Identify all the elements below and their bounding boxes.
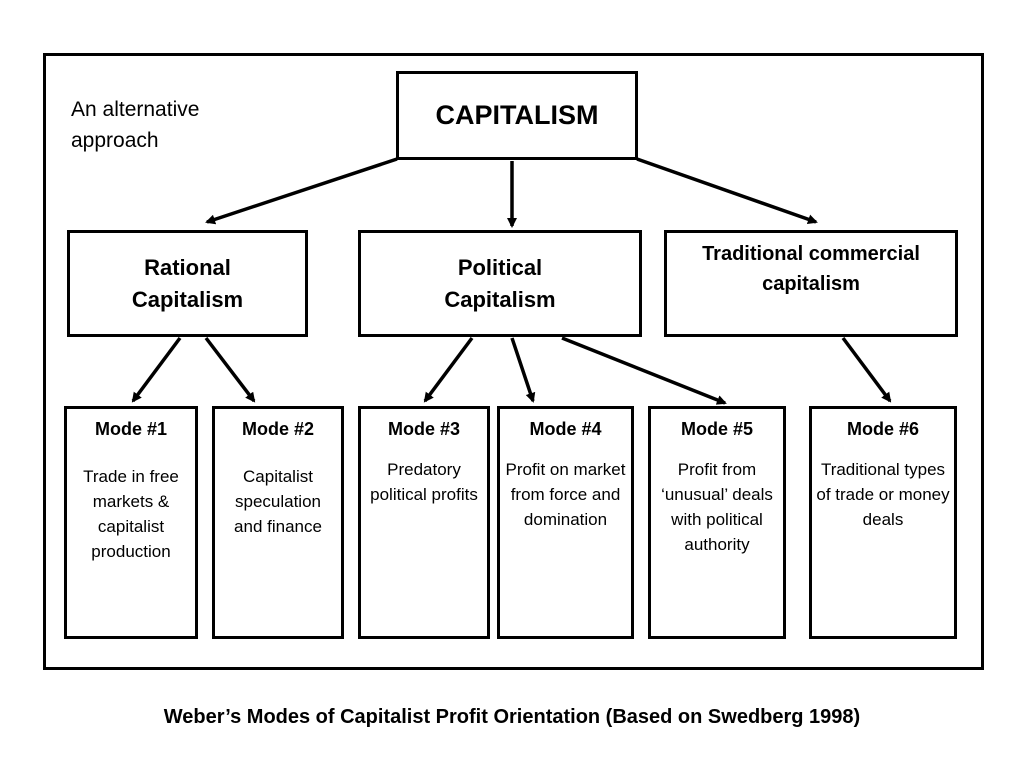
rational-capitalism-box: Rational Capitalism <box>67 230 308 337</box>
arrow-root-to-traditional <box>636 157 818 225</box>
mode-3-box: Mode #3 Predatory political profits <box>358 406 490 639</box>
mode-3-title: Mode #3 <box>387 419 461 439</box>
mode-2-title: Mode #2 <box>241 419 315 439</box>
rational-capitalism-label: Rational Capitalism <box>131 254 244 312</box>
arrow-root-to-rational <box>205 157 398 225</box>
arrow-rational-to-mode1 <box>131 336 182 403</box>
arrow-traditional-to-mode6 <box>841 336 892 403</box>
mode-5-description: Profit from ‘unusual’ deals with politic… <box>661 460 773 554</box>
mode-1-box: Mode #1 Trade in free markets & capitali… <box>64 406 198 639</box>
mode-3-description: Predatory political profits <box>370 460 478 504</box>
traditional-commercial-capitalism-label: Traditional commercial capitalism <box>702 243 920 295</box>
political-capitalism-box: Political Capitalism <box>358 230 642 337</box>
mode-6-description: Traditional types of trade or money deal… <box>816 460 950 529</box>
capitalism-label: CAPITALISM <box>435 100 599 130</box>
mode-5-title: Mode #5 <box>680 419 754 439</box>
mode-2-box: Mode #2 Capitalist speculation and finan… <box>212 406 344 639</box>
mode-1-title: Mode #1 <box>94 419 168 439</box>
mode-4-description: Profit on market from force and dominati… <box>505 460 626 529</box>
mode-4-title: Mode #4 <box>529 419 602 439</box>
diagram-frame <box>43 53 984 670</box>
arrow-political-to-mode5 <box>561 336 727 405</box>
alternative-approach-note: An alternative approach <box>71 98 200 152</box>
traditional-commercial-capitalism-box: Traditional commercial capitalism <box>664 230 958 337</box>
arrow-political-to-mode3 <box>423 336 474 403</box>
mode-1-description: Trade in free markets & capitalist produ… <box>83 467 179 561</box>
mode-6-title: Mode #6 <box>846 419 920 439</box>
capitalism-box: CAPITALISM <box>396 71 638 160</box>
political-capitalism-label: Political Capitalism <box>444 254 556 312</box>
figure-caption: Weber’s Modes of Capitalist Profit Orien… <box>163 706 861 728</box>
arrow-political-to-mode4 <box>510 337 536 403</box>
mode-2-description: Capitalist speculation and finance <box>234 467 322 536</box>
arrow-rational-to-mode2 <box>204 336 256 403</box>
mode-5-box: Mode #5 Profit from ‘unusual’ deals with… <box>648 406 786 639</box>
mode-4-box: Mode #4 Profit on market from force and … <box>497 406 634 639</box>
mode-6-box: Mode #6 Traditional types of trade or mo… <box>809 406 957 639</box>
